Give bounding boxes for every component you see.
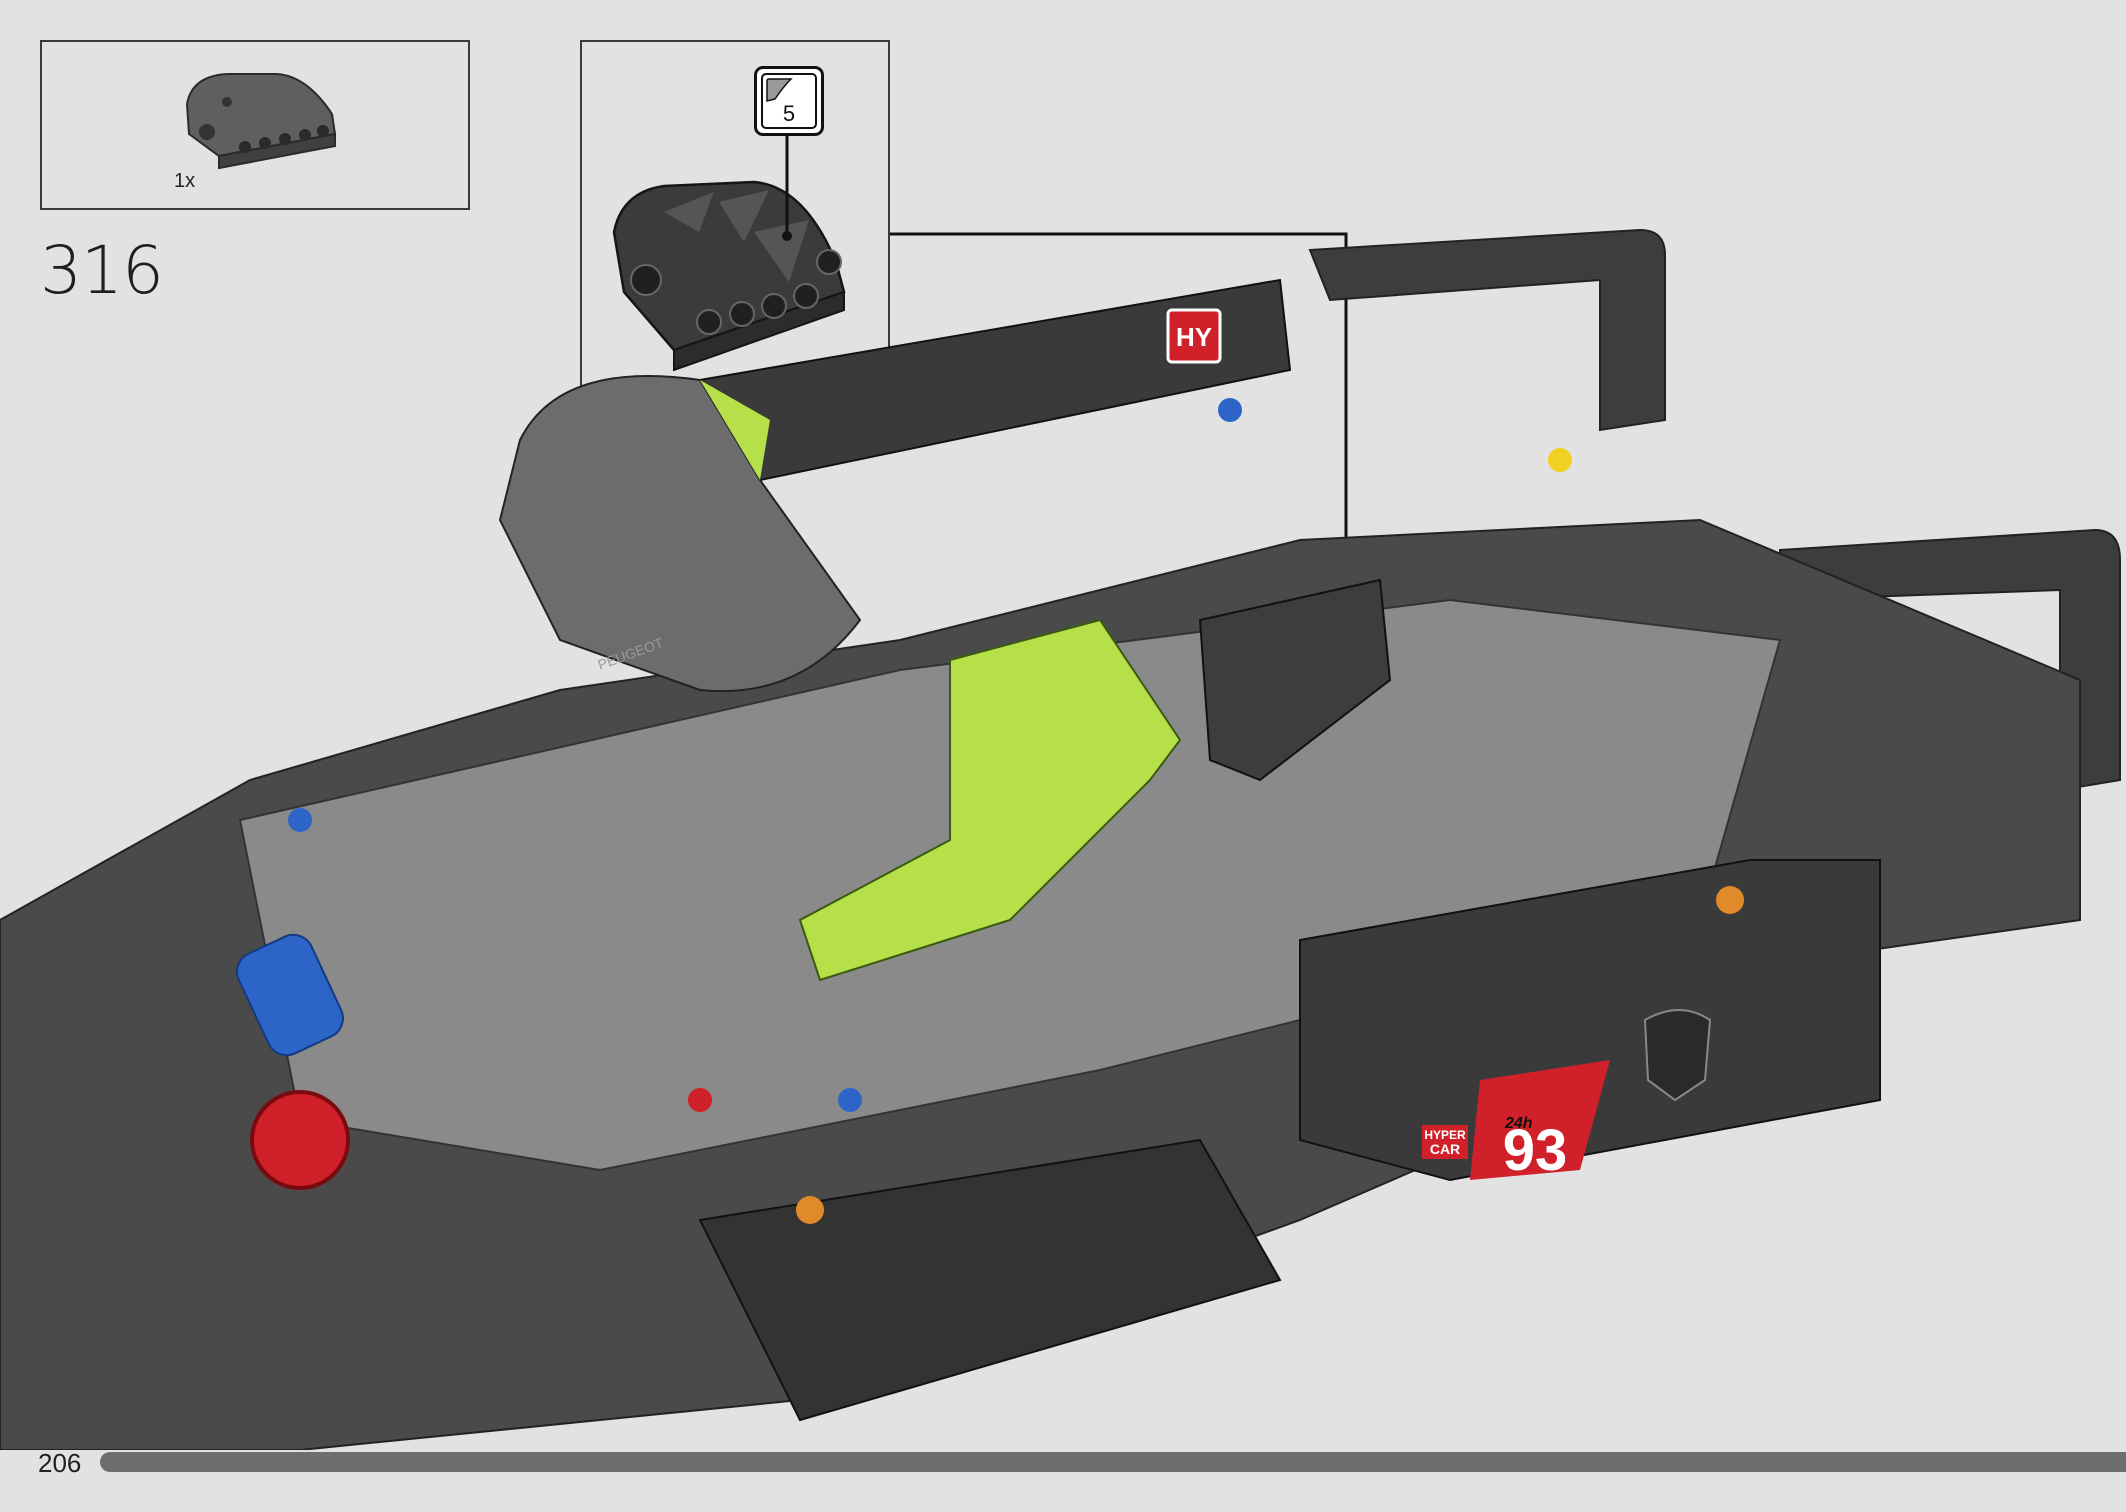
hypercar-model-illustration: HY 24h 93 HYPER CAR PEUGEOT bbox=[0, 228, 2121, 1450]
hypercar-label-line2: CAR bbox=[1430, 1141, 1460, 1157]
le-mans-mark: 24h bbox=[1504, 1115, 1533, 1132]
part-panel-icon bbox=[185, 73, 337, 170]
race-number: 93 bbox=[1503, 1118, 1568, 1183]
sticker-callout: 5 bbox=[580, 40, 890, 402]
sticker-badge: 5 bbox=[754, 66, 824, 136]
part-quantity: 1x bbox=[174, 170, 196, 192]
page-number: 206 bbox=[38, 1448, 82, 1478]
step-number: 316 bbox=[40, 232, 164, 309]
hy-logo-text: HY bbox=[1176, 322, 1212, 352]
sticker-icon bbox=[766, 78, 793, 102]
hypercar-label-line1: HYPER bbox=[1424, 1128, 1466, 1142]
parts-list-box: 1x bbox=[40, 40, 470, 210]
sticker-number: 5 bbox=[782, 101, 796, 126]
lion-shield-icon bbox=[1643, 1009, 1712, 1102]
progress-bar bbox=[100, 1452, 2126, 1472]
